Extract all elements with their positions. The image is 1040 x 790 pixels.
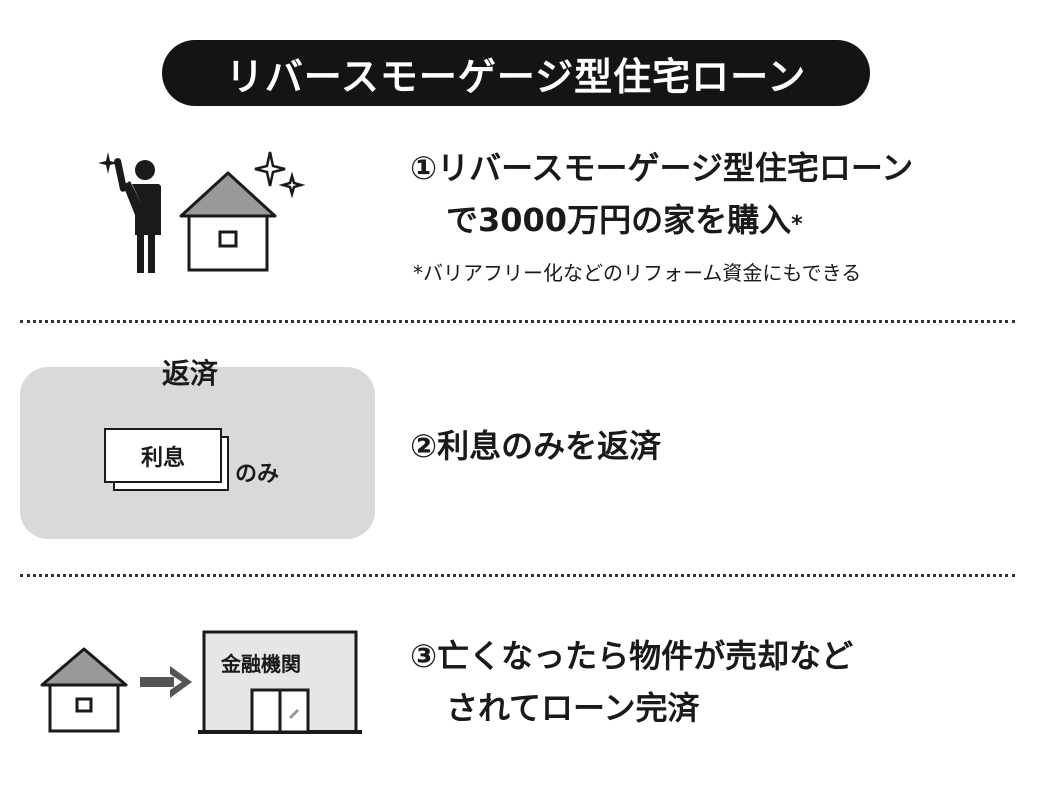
step1-note: *バリアフリー化などのリフォーム資金にもできる (413, 261, 862, 285)
house-icon (40, 647, 128, 733)
sparkle-icon (254, 151, 306, 199)
dotted-divider (20, 574, 1015, 577)
person-icon (114, 158, 161, 273)
step3-line1: ③亡くなったら物件が売却など (410, 637, 854, 675)
interest-bill: 利息 (104, 428, 222, 483)
step1-line2-text: で3000万円の家を購入 (446, 201, 792, 239)
step1-line1: ①リバースモーゲージ型住宅ローン (410, 149, 914, 187)
repayment-title: 返済 (162, 357, 219, 390)
interest-bill-label: 利息 (140, 445, 185, 471)
title-banner: リバースモーゲージ型住宅ローン (162, 40, 870, 106)
step2-text: ②利息のみを返済 (410, 427, 662, 465)
sparkle-icon (98, 152, 118, 174)
bank-building-icon (198, 630, 362, 734)
dotted-divider (20, 320, 1015, 323)
step1-asterisk: * (791, 212, 803, 237)
bank-label: 金融機関 (221, 652, 301, 676)
person-house-illustration (98, 151, 306, 273)
arrow-right-icon (140, 666, 192, 698)
step1-line2: で3000万円の家を購入* (446, 194, 803, 251)
house-icon (179, 171, 277, 272)
only-label: のみ (235, 462, 280, 487)
title-text: リバースモーゲージ型住宅ローン (225, 54, 807, 99)
step3-line2: されてローン完済 (446, 689, 700, 727)
